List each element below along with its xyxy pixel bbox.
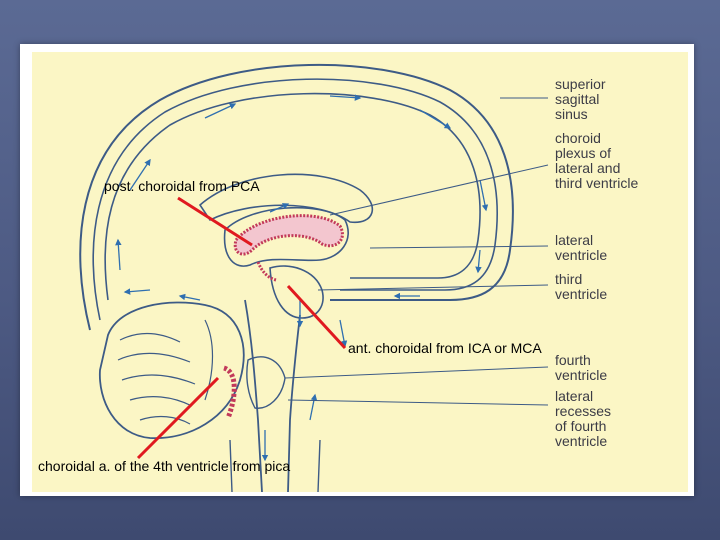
- annotation-post-choroidal: post. choroidal from PCA: [104, 178, 260, 194]
- choroid-plexus-fourth: [222, 365, 237, 419]
- third-ventricle-outline: [269, 265, 324, 319]
- corpus-callosum: [198, 173, 374, 223]
- annotation-fourth-choroidal: choroidal a. of the 4th ventricle from p…: [38, 458, 291, 474]
- annotation-ant-choroidal: ant. choroidal from ICA or MCA: [348, 340, 542, 356]
- label-lateral-recesses: lateral recesses of fourth ventricle: [555, 388, 612, 449]
- choroid-plexus-lateral: [233, 214, 344, 256]
- label-third-ventricle: third ventricle: [555, 271, 608, 302]
- brain-surface: [104, 92, 481, 301]
- label-lateral-ventricle: lateral ventricle: [555, 232, 608, 263]
- choroid-plexus-third: [256, 261, 277, 282]
- label-superior-sagittal-sinus: superior sagittal sinus: [555, 76, 606, 122]
- diagram-area: [32, 52, 688, 492]
- pointer-anterior: [286, 284, 347, 350]
- label-fourth-ventricle: fourth ventricle: [555, 352, 608, 383]
- fourth-ventricle-outline: [246, 356, 286, 409]
- dura-outline: [92, 78, 498, 321]
- spinal-canal: [229, 439, 321, 493]
- annotation-pointers: [136, 196, 347, 460]
- cerebellum-folia: [117, 319, 214, 425]
- csf-flow-arrows: [115, 94, 489, 462]
- cerebellum-outline: [99, 301, 245, 439]
- leader-lines: [284, 97, 549, 406]
- pointer-fourth: [136, 376, 220, 460]
- lateral-ventricle-outline: [223, 206, 349, 267]
- label-choroid-plexus: choroid plexus of lateral and third vent…: [555, 130, 639, 191]
- brainstem-outline: [244, 299, 301, 493]
- skull-outline: [79, 63, 514, 331]
- pointer-posterior: [177, 196, 253, 247]
